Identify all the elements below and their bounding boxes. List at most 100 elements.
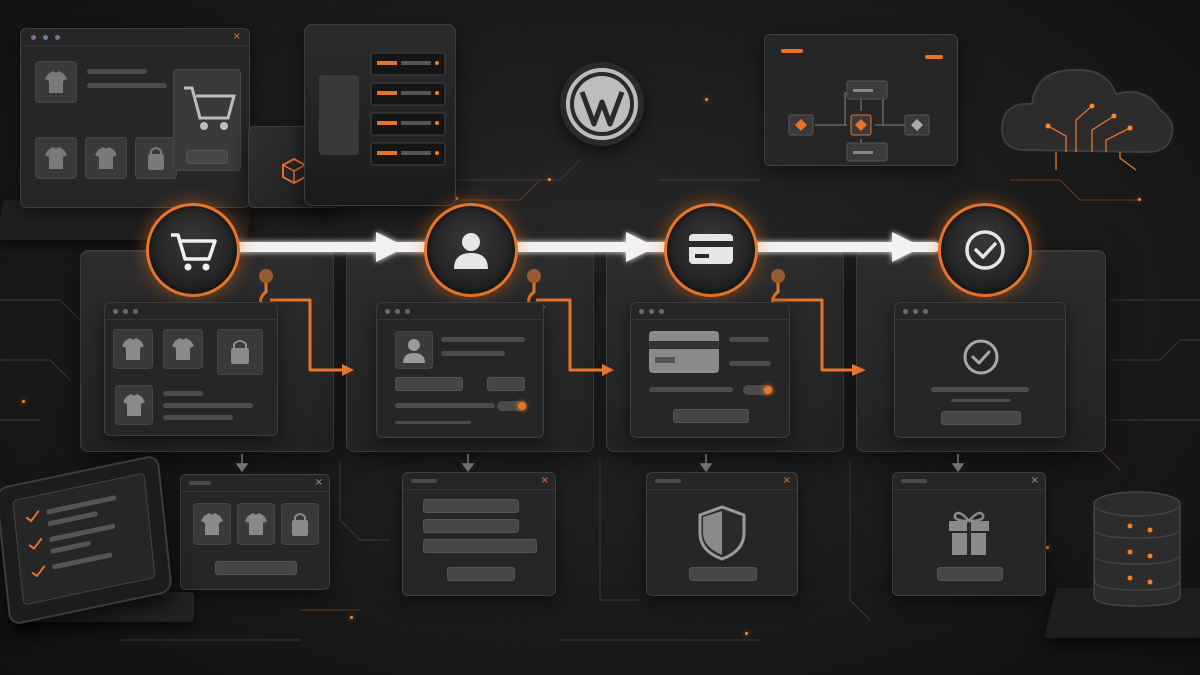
shirt-icon	[172, 338, 194, 360]
cart-window	[104, 302, 278, 436]
confirmation-window	[894, 302, 1066, 438]
checklist-tablet	[0, 454, 173, 626]
glow-node	[548, 178, 551, 181]
cart-button[interactable]	[186, 150, 228, 164]
wordpress-badge	[560, 62, 644, 146]
close-icon[interactable]: ×	[782, 475, 791, 486]
text-placeholder	[649, 387, 733, 392]
text-placeholder	[395, 403, 495, 408]
product-tile	[35, 137, 77, 179]
card-icon	[689, 234, 733, 264]
submit-button[interactable]	[447, 567, 515, 581]
glow-node	[455, 197, 458, 200]
product-tile	[163, 329, 203, 369]
server-icon	[319, 52, 446, 166]
database-icon	[1093, 491, 1181, 607]
pay-button[interactable]	[673, 409, 749, 423]
text-placeholder	[951, 399, 1011, 402]
shirt-icon	[123, 394, 145, 416]
claim-button[interactable]	[937, 567, 1003, 581]
wordpress-logo	[566, 68, 638, 140]
text-placeholder	[163, 415, 233, 420]
shield-icon	[698, 505, 746, 561]
cart-icon	[184, 86, 236, 130]
account-window	[376, 302, 544, 438]
form-field[interactable]	[423, 519, 519, 533]
product-tile	[35, 61, 77, 103]
product-tile	[135, 137, 177, 179]
close-icon[interactable]: ×	[1030, 475, 1039, 486]
glow-node	[1046, 546, 1049, 549]
product-tile	[85, 137, 127, 179]
toggle-switch[interactable]	[497, 401, 527, 411]
text-placeholder	[931, 387, 1029, 392]
product-tile	[281, 503, 319, 545]
shirt-icon	[201, 513, 223, 535]
user-icon	[403, 339, 425, 363]
database-stack	[1090, 486, 1184, 610]
workflow-diagram	[788, 80, 930, 162]
verify-button[interactable]	[689, 567, 757, 581]
form-field[interactable]	[423, 499, 519, 513]
text-placeholder	[395, 421, 471, 424]
avatar	[395, 331, 433, 369]
shirt-icon	[45, 147, 67, 169]
cloud-graphic	[996, 40, 1180, 171]
text-placeholder	[87, 83, 167, 88]
glow-node	[350, 616, 353, 619]
product-tile	[217, 329, 263, 375]
check-icon	[963, 339, 999, 375]
cart-panel	[173, 69, 241, 171]
done-button[interactable]	[941, 411, 1021, 425]
text-placeholder	[441, 337, 525, 342]
check-icon	[965, 230, 1005, 270]
checklist-icon	[12, 473, 156, 605]
close-icon[interactable]: ×	[314, 477, 323, 488]
step-confirmation[interactable]	[938, 203, 1032, 297]
close-icon[interactable]: ×	[540, 475, 549, 486]
user-icon	[454, 233, 488, 269]
product-tile	[237, 503, 275, 545]
toggle-switch[interactable]	[743, 385, 773, 395]
form-window: ×	[402, 472, 556, 596]
cloud-icon	[1000, 68, 1174, 171]
bag-icon	[292, 513, 308, 536]
shirt-icon	[95, 147, 117, 169]
field-button[interactable]	[487, 377, 525, 391]
glow-node	[745, 632, 748, 635]
text-placeholder	[729, 337, 769, 342]
name-field[interactable]	[395, 377, 463, 391]
product-tile	[193, 503, 231, 545]
glow-node	[1138, 198, 1141, 201]
close-icon[interactable]: ×	[232, 31, 241, 42]
product-tile	[113, 329, 153, 369]
form-field[interactable]	[423, 539, 537, 553]
text-placeholder	[163, 403, 253, 408]
gift-window: ×	[892, 472, 1046, 596]
step-account[interactable]	[424, 203, 518, 297]
glow-node	[705, 98, 708, 101]
storefront-window: ×	[20, 28, 250, 208]
text-placeholder	[87, 69, 147, 74]
payment-window	[630, 302, 790, 438]
step-cart[interactable]	[146, 203, 240, 297]
gift-icon	[949, 511, 989, 555]
product-list-window: ×	[180, 474, 330, 590]
security-window: ×	[646, 472, 798, 596]
text-placeholder	[729, 361, 771, 366]
step-payment[interactable]	[664, 203, 758, 297]
shirt-icon	[122, 338, 144, 360]
shirt-icon	[45, 71, 67, 93]
workflow-window	[764, 34, 958, 166]
text-placeholder	[163, 391, 203, 396]
bag-icon	[148, 147, 164, 170]
text-placeholder	[441, 351, 505, 356]
server-tower	[304, 24, 456, 206]
card-preview	[649, 331, 719, 373]
add-to-cart-button[interactable]	[215, 561, 297, 575]
product-tile	[115, 385, 153, 425]
glow-node	[22, 400, 25, 403]
cart-icon	[171, 233, 217, 271]
